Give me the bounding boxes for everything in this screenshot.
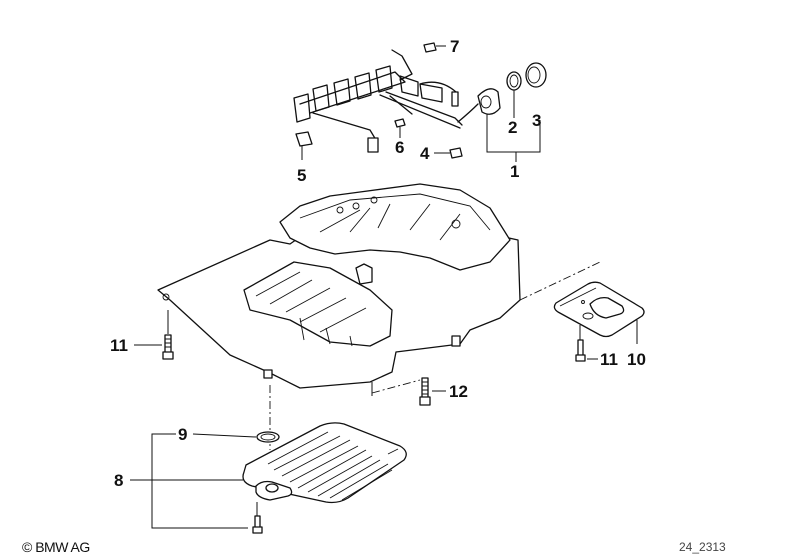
- callout-4[interactable]: 4: [420, 144, 430, 163]
- bolt-filter: [252, 502, 263, 534]
- callout-3[interactable]: 3: [532, 111, 542, 130]
- alignment-line-12: [371, 379, 421, 394]
- oil-filter-8: [242, 422, 407, 504]
- callout-11-left[interactable]: 11: [110, 336, 128, 355]
- callout-10[interactable]: 10: [627, 350, 646, 369]
- alignment-line-10: [519, 261, 601, 301]
- leader-lines-filter: [130, 433, 257, 529]
- clip-7: [423, 42, 437, 53]
- filter-plate-10: [553, 281, 645, 338]
- callout-6[interactable]: 6: [395, 138, 405, 157]
- callout-5[interactable]: 5: [297, 166, 307, 185]
- leader-lines-top: [301, 45, 541, 162]
- callout-7[interactable]: 7: [450, 37, 460, 56]
- copyright-text: © BMW AG: [22, 539, 90, 555]
- clip-5: [295, 131, 313, 147]
- clip-4: [449, 147, 463, 159]
- adapter-sleeve-3: [525, 62, 547, 88]
- callout-8[interactable]: 8: [114, 471, 124, 490]
- bolt-11-right: [575, 325, 586, 362]
- o-ring-9: [256, 431, 280, 443]
- clip-6: [394, 118, 406, 128]
- callout-9[interactable]: 9: [178, 425, 188, 444]
- bolt-11-left: [162, 310, 174, 360]
- callout-11-right[interactable]: 11: [600, 350, 618, 369]
- callout-2[interactable]: 2: [508, 118, 518, 137]
- valve-body: [157, 183, 521, 389]
- callout-1[interactable]: 1: [510, 162, 520, 181]
- figure-number: 24_2313: [679, 540, 726, 554]
- callout-12[interactable]: 12: [449, 382, 468, 401]
- bolt-12: [419, 377, 431, 406]
- wiring-harness: [293, 49, 501, 153]
